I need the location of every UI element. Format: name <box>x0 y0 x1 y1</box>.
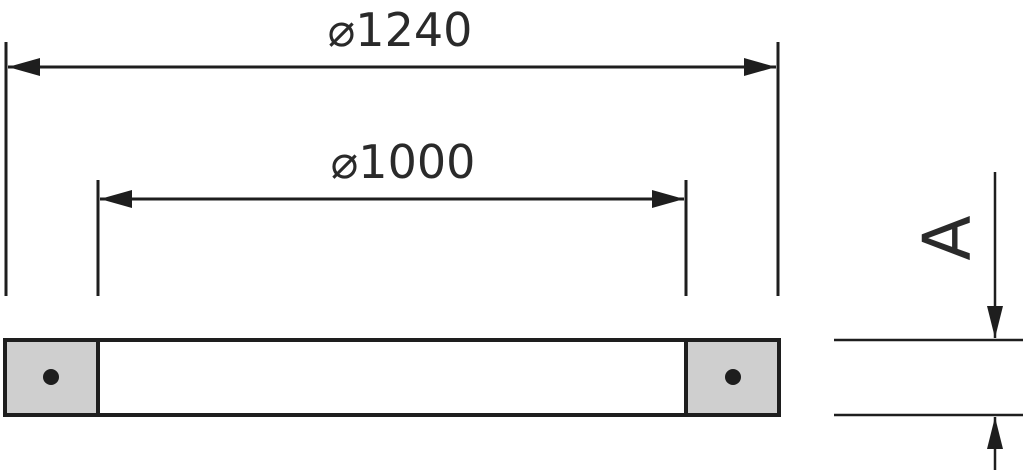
height-arrow-top <box>987 306 1003 338</box>
section-middle-opening <box>96 338 688 417</box>
outer-diameter-label: ⌀1240 <box>328 3 473 57</box>
height-label: A <box>909 215 986 260</box>
inner-arrow-right <box>652 190 684 208</box>
inner-arrow-left <box>100 190 132 208</box>
inner-diameter-dimension: ⌀1000 <box>100 135 684 208</box>
section-right-center-mark <box>725 369 741 385</box>
outer-arrow-left <box>8 58 40 76</box>
section-left-center-mark <box>43 369 59 385</box>
outer-arrow-right <box>744 58 776 76</box>
height-arrow-bottom <box>987 417 1003 449</box>
section-left-block <box>3 338 100 417</box>
height-dimension: A <box>834 172 1023 470</box>
outer-diameter-dimension: ⌀1240 <box>8 3 776 76</box>
ring-cross-section <box>3 338 781 417</box>
inner-diameter-label: ⌀1000 <box>331 135 476 189</box>
